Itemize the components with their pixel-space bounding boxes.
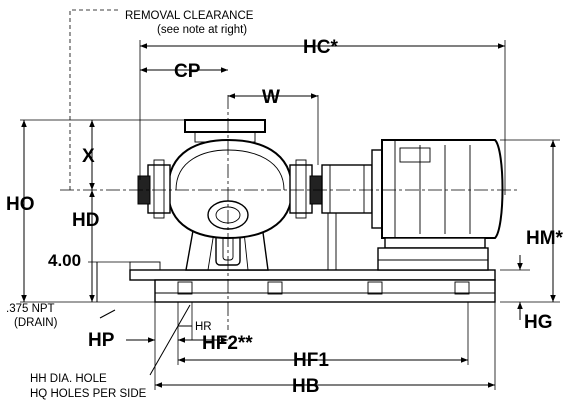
extension-lines	[20, 40, 560, 390]
x-label: X	[82, 146, 95, 167]
hb-label: HB	[292, 376, 319, 397]
labels: REMOVAL CLEARANCE (see note at right) HC…	[6, 10, 564, 400]
ho-label: HO	[6, 194, 35, 215]
four-label: 4.00	[48, 251, 81, 270]
dimension-lines	[21, 43, 556, 388]
see-note-label: (see note at right)	[157, 24, 247, 36]
pump-casing	[137, 119, 323, 240]
hr-label: HR	[195, 321, 212, 333]
hp-label: HP	[88, 330, 115, 351]
coupling-guard	[321, 164, 373, 271]
hh-label: HH DIA. HOLE	[30, 373, 107, 385]
hc-label: HC*	[303, 37, 338, 58]
hf1-label: HF1	[293, 350, 329, 371]
cp-label: CP	[174, 61, 201, 82]
motor	[371, 139, 504, 271]
hf2-label: HF2**	[202, 333, 253, 354]
drain-label: (DRAIN)	[14, 317, 58, 329]
hd-label: HD	[72, 210, 99, 231]
removal-clearance-outline	[69, 9, 120, 190]
removal-clearance-label: REMOVAL CLEARANCE	[125, 10, 254, 22]
hg-label: HG	[524, 312, 553, 333]
w-label: W	[262, 87, 280, 108]
baseplate	[129, 261, 496, 303]
npt-label: .375 NPT	[6, 303, 55, 315]
hq-label: HQ HOLES PER SIDE	[30, 388, 147, 400]
hm-label: HM*	[526, 228, 564, 249]
